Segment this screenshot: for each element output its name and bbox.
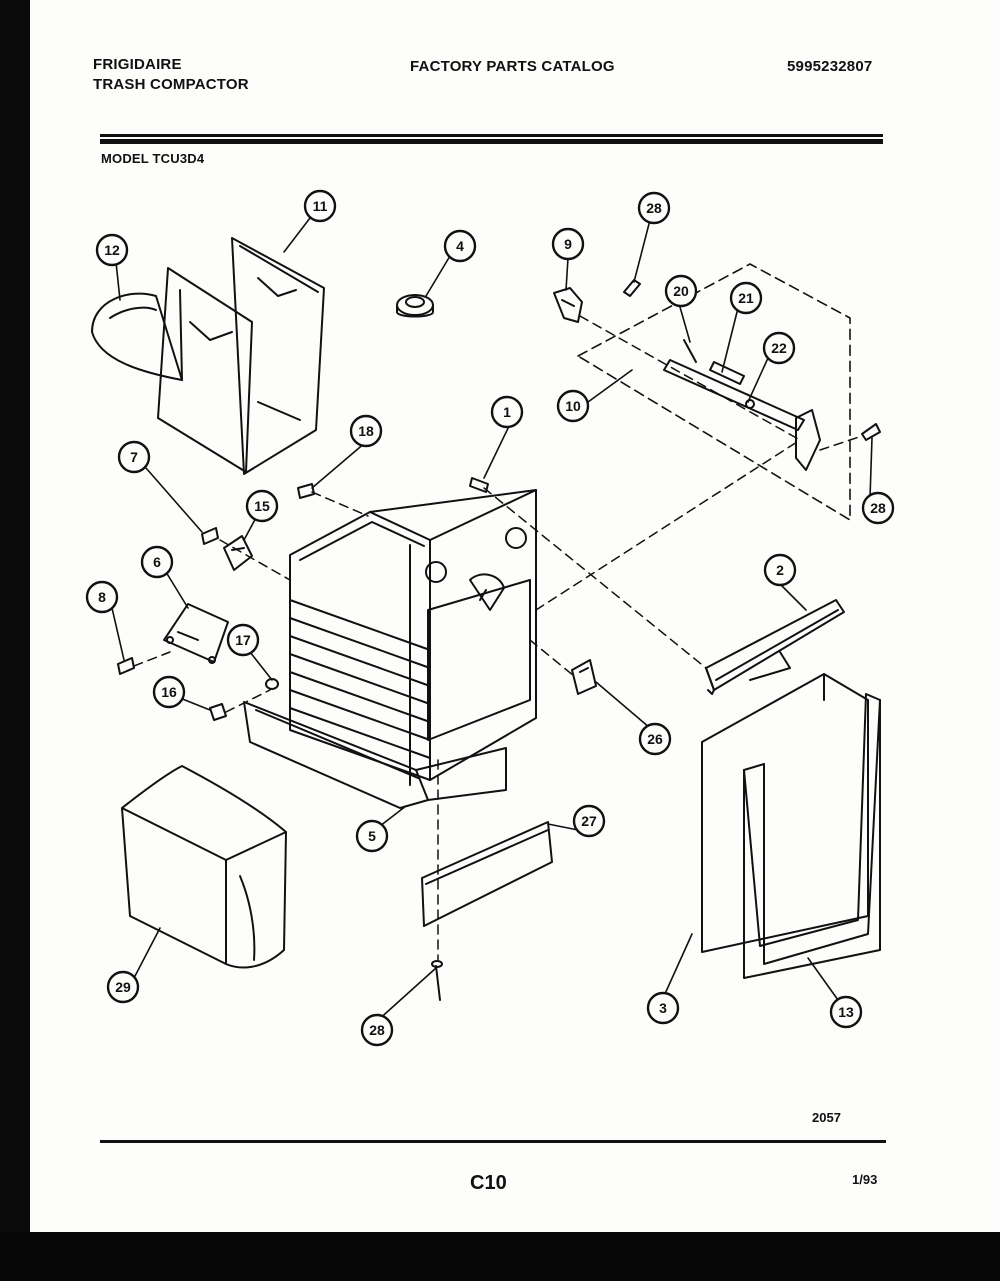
part-9-bracket — [553, 287, 583, 323]
svg-text:17: 17 — [235, 632, 251, 648]
callout-1: 1 — [490, 395, 524, 429]
svg-text:28: 28 — [870, 500, 886, 516]
part-28-screw-bottom — [431, 960, 443, 1001]
svg-text:13: 13 — [838, 1004, 854, 1020]
callout-5: 5 — [355, 819, 389, 853]
part-28-screw-right — [861, 423, 881, 441]
part-7-screw — [201, 527, 219, 545]
callout-18: 18 — [349, 414, 383, 448]
callout-3: 3 — [646, 991, 680, 1025]
part-26-clip — [571, 659, 597, 695]
callout-28-bottom: 28 — [360, 1013, 394, 1047]
svg-text:6: 6 — [153, 554, 161, 570]
callout-27: 27 — [572, 804, 606, 838]
catalog-number: 5995232807 — [787, 58, 873, 75]
part-4-ring — [396, 294, 434, 318]
callout-16: 16 — [152, 675, 186, 709]
callout-17: 17 — [226, 623, 260, 657]
catalog-title: FACTORY PARTS CATALOG — [410, 58, 615, 75]
svg-text:26: 26 — [647, 731, 663, 747]
svg-text:20: 20 — [673, 283, 689, 299]
svg-text:22: 22 — [771, 340, 787, 356]
page-label: C10 — [470, 1172, 507, 1194]
model-label: MODEL TCU3D4 — [101, 151, 205, 166]
callout-4: 4 — [443, 229, 477, 263]
svg-text:9: 9 — [564, 236, 572, 252]
part-18-screw — [297, 483, 315, 499]
part-11-panel-back — [157, 267, 253, 473]
callout-22: 22 — [762, 331, 796, 365]
svg-text:28: 28 — [369, 1022, 385, 1038]
part-13-door-frame — [743, 693, 881, 979]
part-28-screw-top — [623, 279, 641, 297]
part-5-base-rail — [243, 701, 507, 809]
svg-text:15: 15 — [254, 498, 270, 514]
part-12-cover — [91, 292, 183, 381]
svg-text:21: 21 — [738, 290, 754, 306]
part-1-screw — [469, 477, 489, 493]
callout-26: 26 — [638, 722, 672, 756]
part-16-nut — [209, 703, 227, 721]
scan-border — [0, 1232, 1000, 1281]
assembly-guide-lines — [133, 315, 863, 961]
brand-title: FRIGIDAIRE — [93, 56, 182, 73]
callout-7: 7 — [117, 440, 151, 474]
part-2-handle — [705, 599, 845, 695]
svg-text:2: 2 — [776, 562, 784, 578]
svg-text:1: 1 — [503, 404, 511, 420]
svg-text:8: 8 — [98, 589, 106, 605]
cabinet-frame — [289, 489, 537, 786]
callout-8: 8 — [85, 580, 119, 614]
callout-29: 29 — [106, 970, 140, 1004]
part-15-hinge — [223, 535, 253, 571]
part-6-bracket — [163, 603, 229, 664]
svg-text:16: 16 — [161, 684, 177, 700]
part-8-screw — [117, 657, 135, 675]
callout-13: 13 — [829, 995, 863, 1029]
callout-15: 15 — [245, 489, 279, 523]
callout-leader-lines — [111, 217, 873, 1023]
footer-rule — [100, 1140, 886, 1143]
svg-text:4: 4 — [456, 238, 464, 254]
callout-20: 20 — [664, 274, 698, 308]
callout-28-top: 28 — [637, 191, 671, 225]
svg-text:27: 27 — [581, 813, 597, 829]
callout-12: 12 — [95, 233, 129, 267]
part-29-bag — [121, 765, 287, 969]
svg-text:10: 10 — [565, 398, 581, 414]
svg-text:7: 7 — [130, 449, 138, 465]
header-rule-thick — [100, 139, 883, 144]
svg-text:3: 3 — [659, 1000, 667, 1016]
callout-9: 9 — [551, 227, 585, 261]
figure-code: 2057 — [812, 1110, 841, 1125]
date-label: 1/93 — [852, 1172, 878, 1187]
svg-text:18: 18 — [358, 423, 374, 439]
part-3-door-panel — [701, 673, 869, 953]
part-27-kick-plate — [421, 821, 553, 927]
callout-2: 2 — [763, 553, 797, 587]
svg-text:5: 5 — [368, 828, 376, 844]
product-title: TRASH COMPACTOR — [93, 76, 249, 93]
callout-markers: 11 12 4 9 28 20 21 22 10 28 18 1 7 15 6 … — [85, 189, 895, 1047]
svg-text:29: 29 — [115, 979, 131, 995]
callout-28-right: 28 — [861, 491, 895, 525]
callout-6: 6 — [140, 545, 174, 579]
svg-text:28: 28 — [646, 200, 662, 216]
svg-text:11: 11 — [313, 198, 328, 214]
callout-21: 21 — [729, 281, 763, 315]
svg-text:12: 12 — [104, 242, 120, 258]
part-11-panel-front — [231, 237, 325, 475]
callout-10: 10 — [556, 389, 590, 423]
callout-11: 11 — [303, 189, 337, 223]
part-10-latch-assembly — [663, 339, 821, 471]
header-rule-thin — [100, 134, 883, 137]
